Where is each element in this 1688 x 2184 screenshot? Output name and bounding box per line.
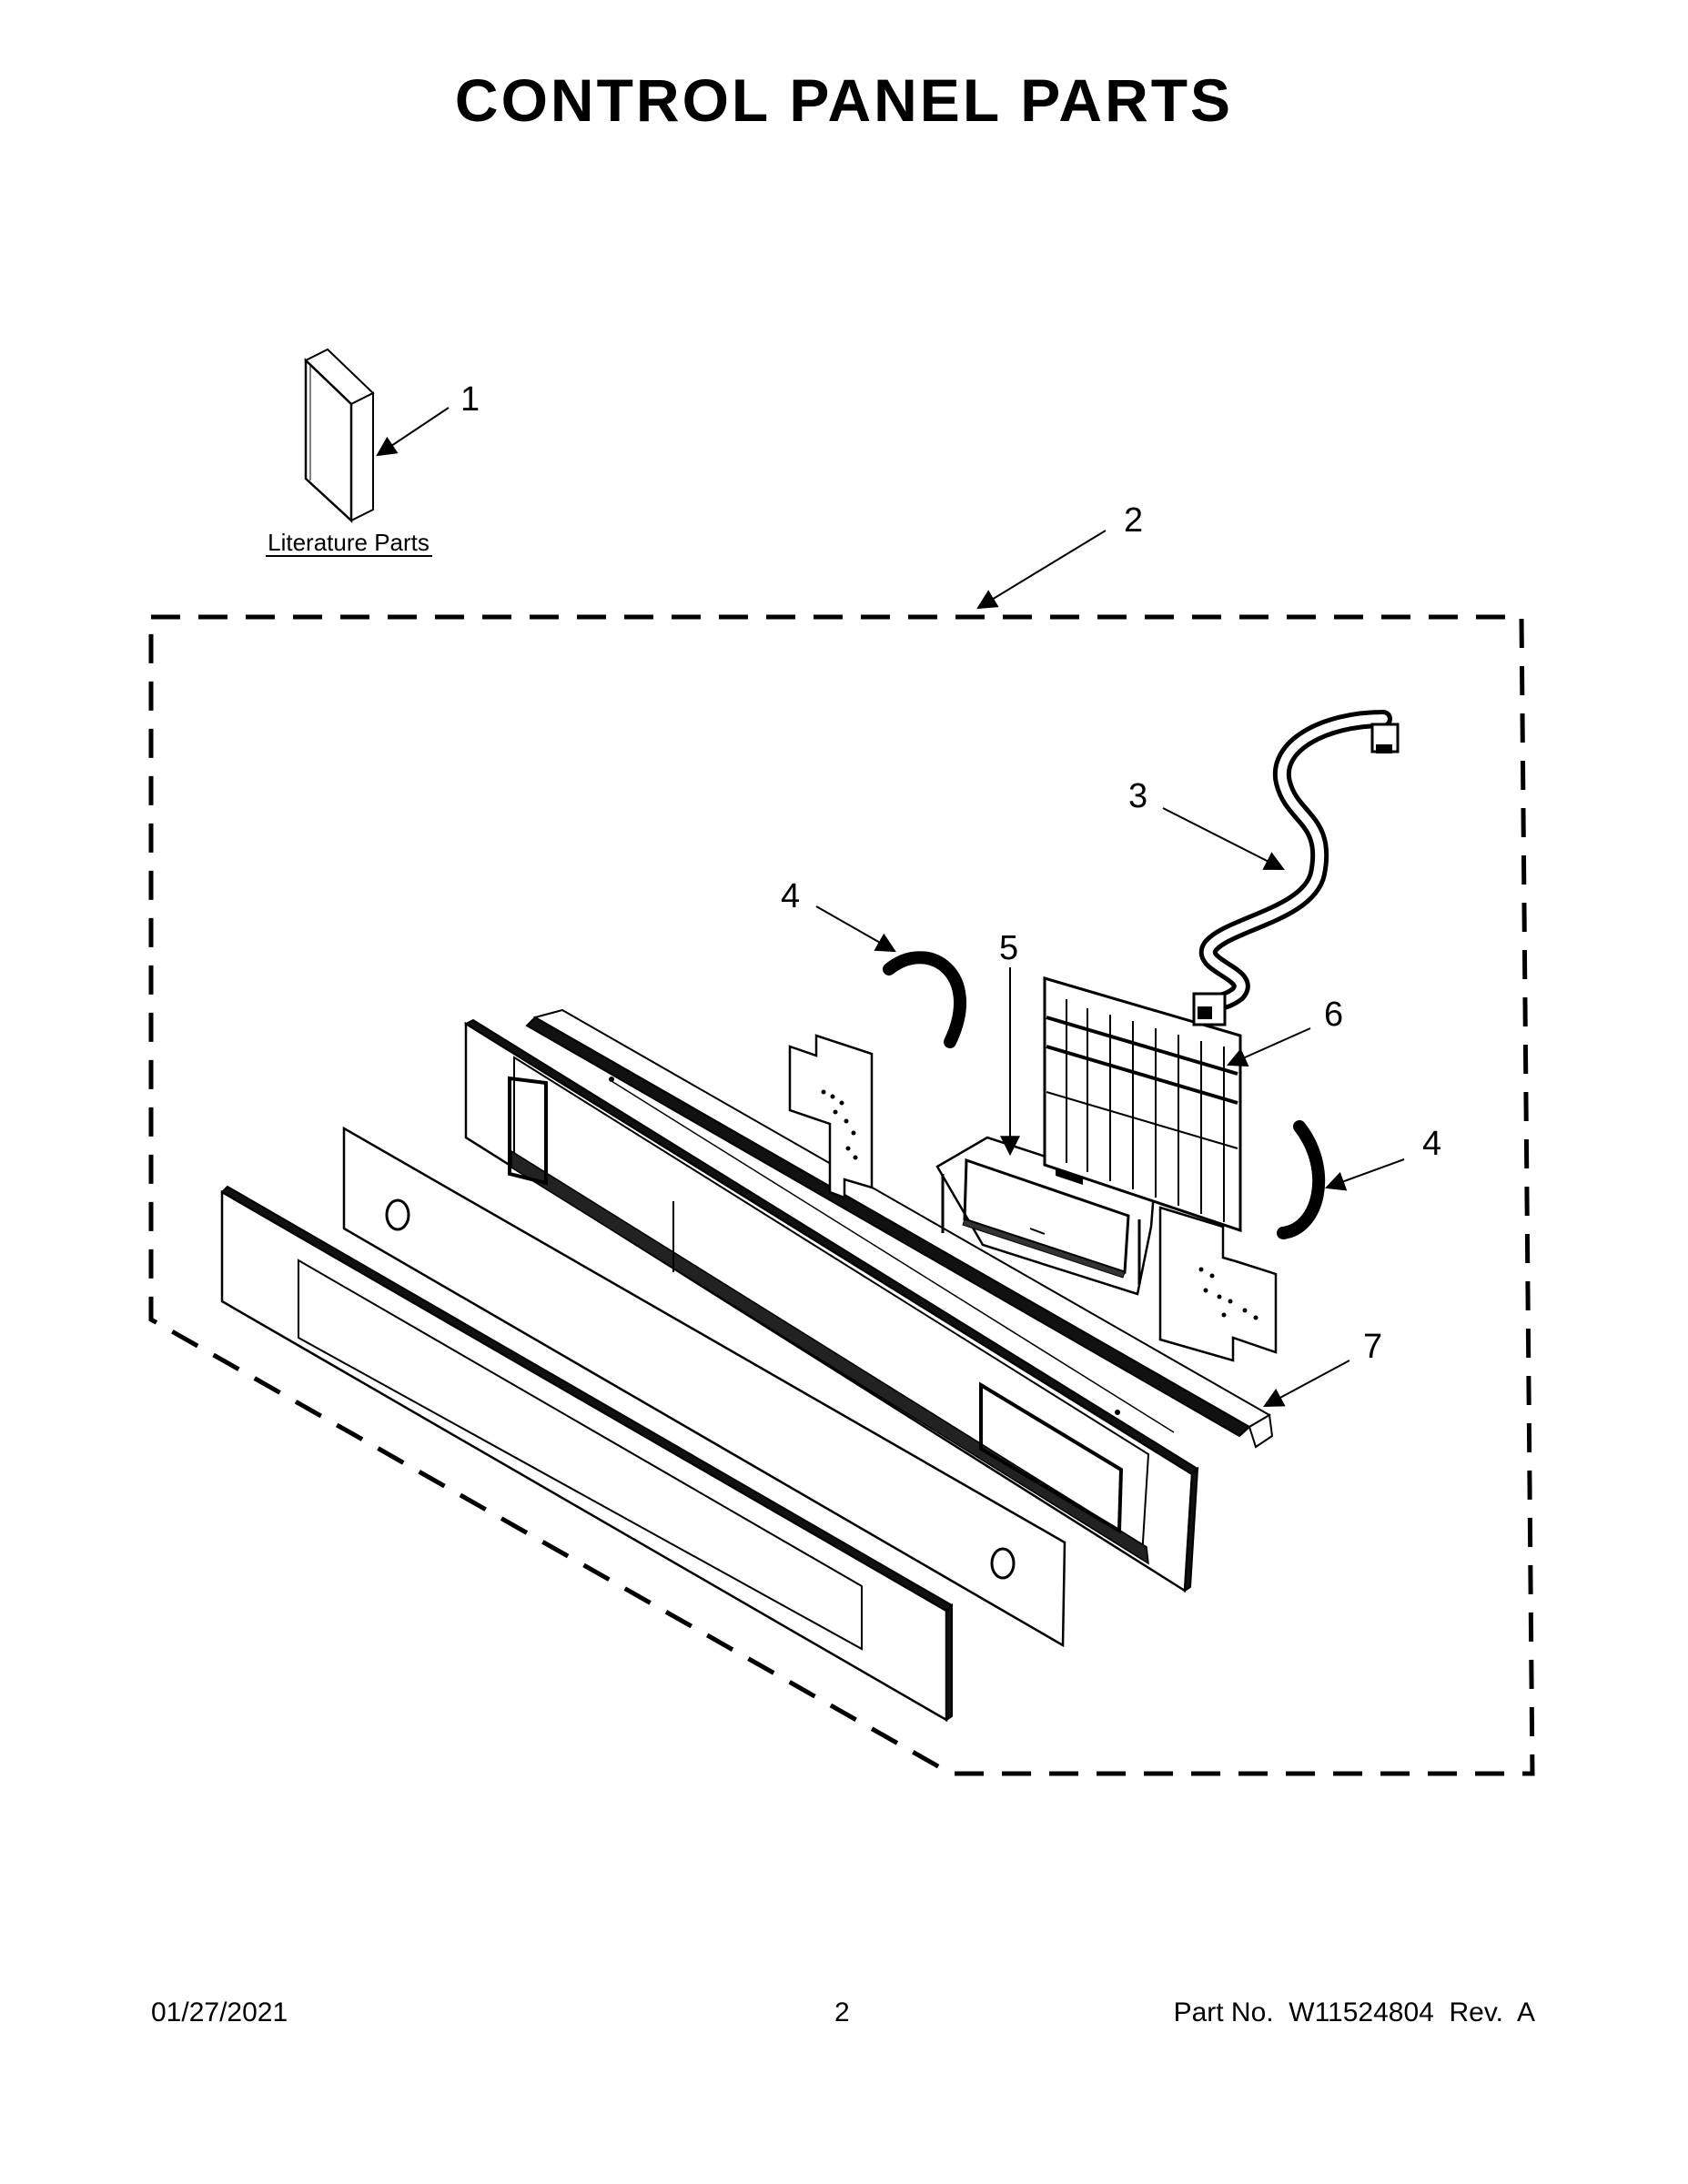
callout-5: 5 — [999, 929, 1018, 967]
footer-part-number: Part No. W11524804 Rev. A — [1173, 1997, 1535, 2027]
page-title: CONTROL PANEL PARTS — [454, 66, 1234, 134]
assembly-boundary — [148, 614, 1535, 1776]
panel-housing — [463, 1018, 1199, 1593]
footer-date: 01/27/2021 — [151, 1997, 288, 2027]
callout-6: 6 — [1324, 996, 1343, 1034]
leader-4-left — [815, 905, 896, 953]
middle-panel — [342, 1126, 1066, 1648]
part-6-keypad-grid — [1043, 976, 1242, 1233]
part-3-wire-harness — [1192, 710, 1400, 1026]
leader-4-right — [1324, 1158, 1405, 1191]
callout-1: 1 — [460, 380, 480, 419]
footer-page-number: 2 — [834, 1997, 850, 2027]
leader-3 — [1162, 807, 1285, 870]
touch-sensor-board-right — [1158, 1206, 1278, 1362]
callout-3: 3 — [1128, 777, 1147, 815]
part-4-ribbon-right — [1277, 1120, 1326, 1239]
callout-4-left: 4 — [781, 877, 800, 915]
part-7-rear-bar — [525, 1008, 1274, 1449]
touch-sensor-board-left — [788, 1034, 874, 1199]
leader-2 — [976, 530, 1107, 610]
literature-parts-label: Literature Parts — [268, 529, 430, 556]
callout-4-right: 4 — [1422, 1125, 1441, 1163]
callout-2: 2 — [1124, 501, 1143, 540]
front-glass-panel — [220, 1185, 954, 1723]
leader-6 — [1226, 1027, 1311, 1067]
leader-7 — [1263, 1360, 1350, 1408]
leader-1 — [376, 407, 450, 457]
literature-booklet — [304, 348, 375, 523]
callout-7: 7 — [1363, 1328, 1382, 1366]
part-4-ribbon-left — [883, 951, 966, 1048]
